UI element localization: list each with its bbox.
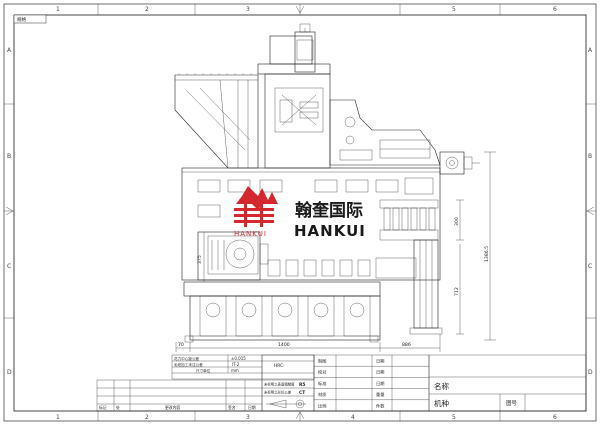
sign-role-draw: 制图 — [318, 358, 326, 365]
machine-front-view: HANKUI 翰奎国际 HANKUI — [174, 23, 480, 343]
sign-date-draw: 日期 — [376, 359, 384, 365]
chip-guard — [174, 72, 259, 169]
surface-rs-label: 未标明之表面粗糙度 — [264, 382, 295, 387]
zone-row-d: D — [7, 369, 12, 376]
dim-table-gap: 300 — [454, 217, 460, 226]
zone-col-3-bottom: 3 — [246, 414, 250, 421]
sign-role-check: 校对 — [318, 369, 326, 376]
zone-row-b: B — [7, 153, 11, 160]
notes-block: 花力中心距公差 ±0.015 毛坯加工未注公差 IT-2 尺寸单位 mm HRC… — [171, 354, 315, 380]
zone-col-6: 6 — [553, 6, 557, 13]
note-unit-value: mm — [231, 368, 239, 373]
title-block: 名称 机种 图号 — [428, 354, 587, 412]
rev-col-signature: 签名 — [228, 405, 236, 410]
zone-row-c-right: C — [588, 263, 592, 270]
zone-row-d-right: D — [588, 369, 593, 376]
rev-col-content: 更改内容 — [165, 405, 180, 410]
top-center-mark — [295, 5, 305, 14]
dim-base-width: 1400 — [278, 342, 290, 348]
zone-col-5-bottom: 5 — [452, 414, 456, 421]
dim-lower-height: 712 — [454, 287, 460, 296]
zone-row-b-right: B — [588, 153, 592, 160]
zone-col-6-bottom: 6 — [553, 414, 557, 421]
zone-row-a-right: A — [588, 47, 593, 54]
ruler-ticks — [4, 4, 596, 421]
note-unit-label: 尺寸单位 — [196, 368, 211, 373]
note-rough-label: 毛坯加工未注公差 — [174, 362, 203, 367]
projection-symbol — [266, 399, 306, 409]
dim-motor-height: 375 — [197, 255, 203, 264]
sign-date-standard: 日期 — [376, 381, 384, 387]
rev-col-date: 日期 — [248, 405, 256, 410]
sign-role-scale: 比例 — [318, 402, 326, 409]
logo-watermark-text: HANKUI — [234, 230, 267, 238]
title-drawing-no-label: 图号 — [506, 399, 517, 407]
note-hardness: HRC: — [274, 363, 285, 369]
bottom-center-mark — [295, 411, 305, 420]
zone-col-5: 5 — [452, 6, 456, 13]
note-flatness-value: ±0.015 — [231, 356, 246, 361]
machine-body — [181, 167, 441, 281]
sign-role-material: 材质 — [318, 391, 326, 398]
dim-right-ext: 886 — [402, 342, 411, 348]
dim-left-offset: 70 — [178, 342, 184, 348]
corner-tag: 规格 — [17, 16, 27, 23]
sign-date-check: 日期 — [376, 370, 384, 376]
logo-name-cn: 翰奎国际 — [295, 200, 363, 221]
left-center-mark — [5, 206, 14, 216]
zone-row-a: A — [7, 47, 12, 54]
dimension-lines: 70 1400 886 1386.5 300 712 375 — [175, 151, 496, 352]
sign-role-standard: 标准 — [318, 380, 326, 387]
signoff-table: 制图 日期 校对 日期 标准 日期 材质 重量 比例 件数 — [313, 354, 430, 412]
sign-quantity: 件数 — [376, 402, 385, 409]
title-name-label: 名称 — [434, 381, 449, 391]
spindle-motor — [197, 231, 269, 281]
zone-col-1-bottom: 1 — [56, 414, 60, 421]
rev-col-mark: 标记 — [99, 405, 107, 410]
zone-col-1: 1 — [56, 6, 60, 13]
zone-col-3: 3 — [246, 6, 250, 13]
note-flatness-label: 花力中心距公差 — [174, 356, 200, 361]
note-rough-value: IT-2 — [232, 362, 240, 367]
right-center-mark — [586, 206, 595, 216]
revision-block: 标记 处 更改内容 签名 日期 — [96, 379, 263, 412]
machine-base — [183, 281, 381, 343]
zone-row-c: C — [7, 263, 11, 270]
sign-weight: 重量 — [376, 391, 384, 398]
surface-rs-value: R5 — [299, 382, 305, 388]
sheet-frame: 规格 1 2 3 5 6 1 2 3 4 5 6 A B C D A B C D — [3, 3, 597, 422]
zone-col-4-bottom: 4 — [351, 414, 355, 421]
conveyor-frame — [409, 239, 443, 335]
logo-name-en: HANKUI — [294, 222, 366, 240]
surface-ct-value: CT — [299, 390, 305, 396]
zone-col-2-bottom: 2 — [145, 414, 149, 421]
tool-magazine — [329, 99, 480, 175]
surface-ct-label: 未标明之形位公差 — [264, 390, 292, 395]
dim-total-height: 1386.5 — [484, 246, 490, 262]
logo-mark — [234, 186, 278, 227]
rev-col-zone: 处 — [116, 405, 120, 410]
hankui-logo: HANKUI 翰奎国际 HANKUI — [234, 186, 366, 240]
atc-pockets — [379, 199, 439, 241]
title-model-label: 机种 — [434, 398, 449, 408]
zone-col-2: 2 — [145, 6, 149, 13]
